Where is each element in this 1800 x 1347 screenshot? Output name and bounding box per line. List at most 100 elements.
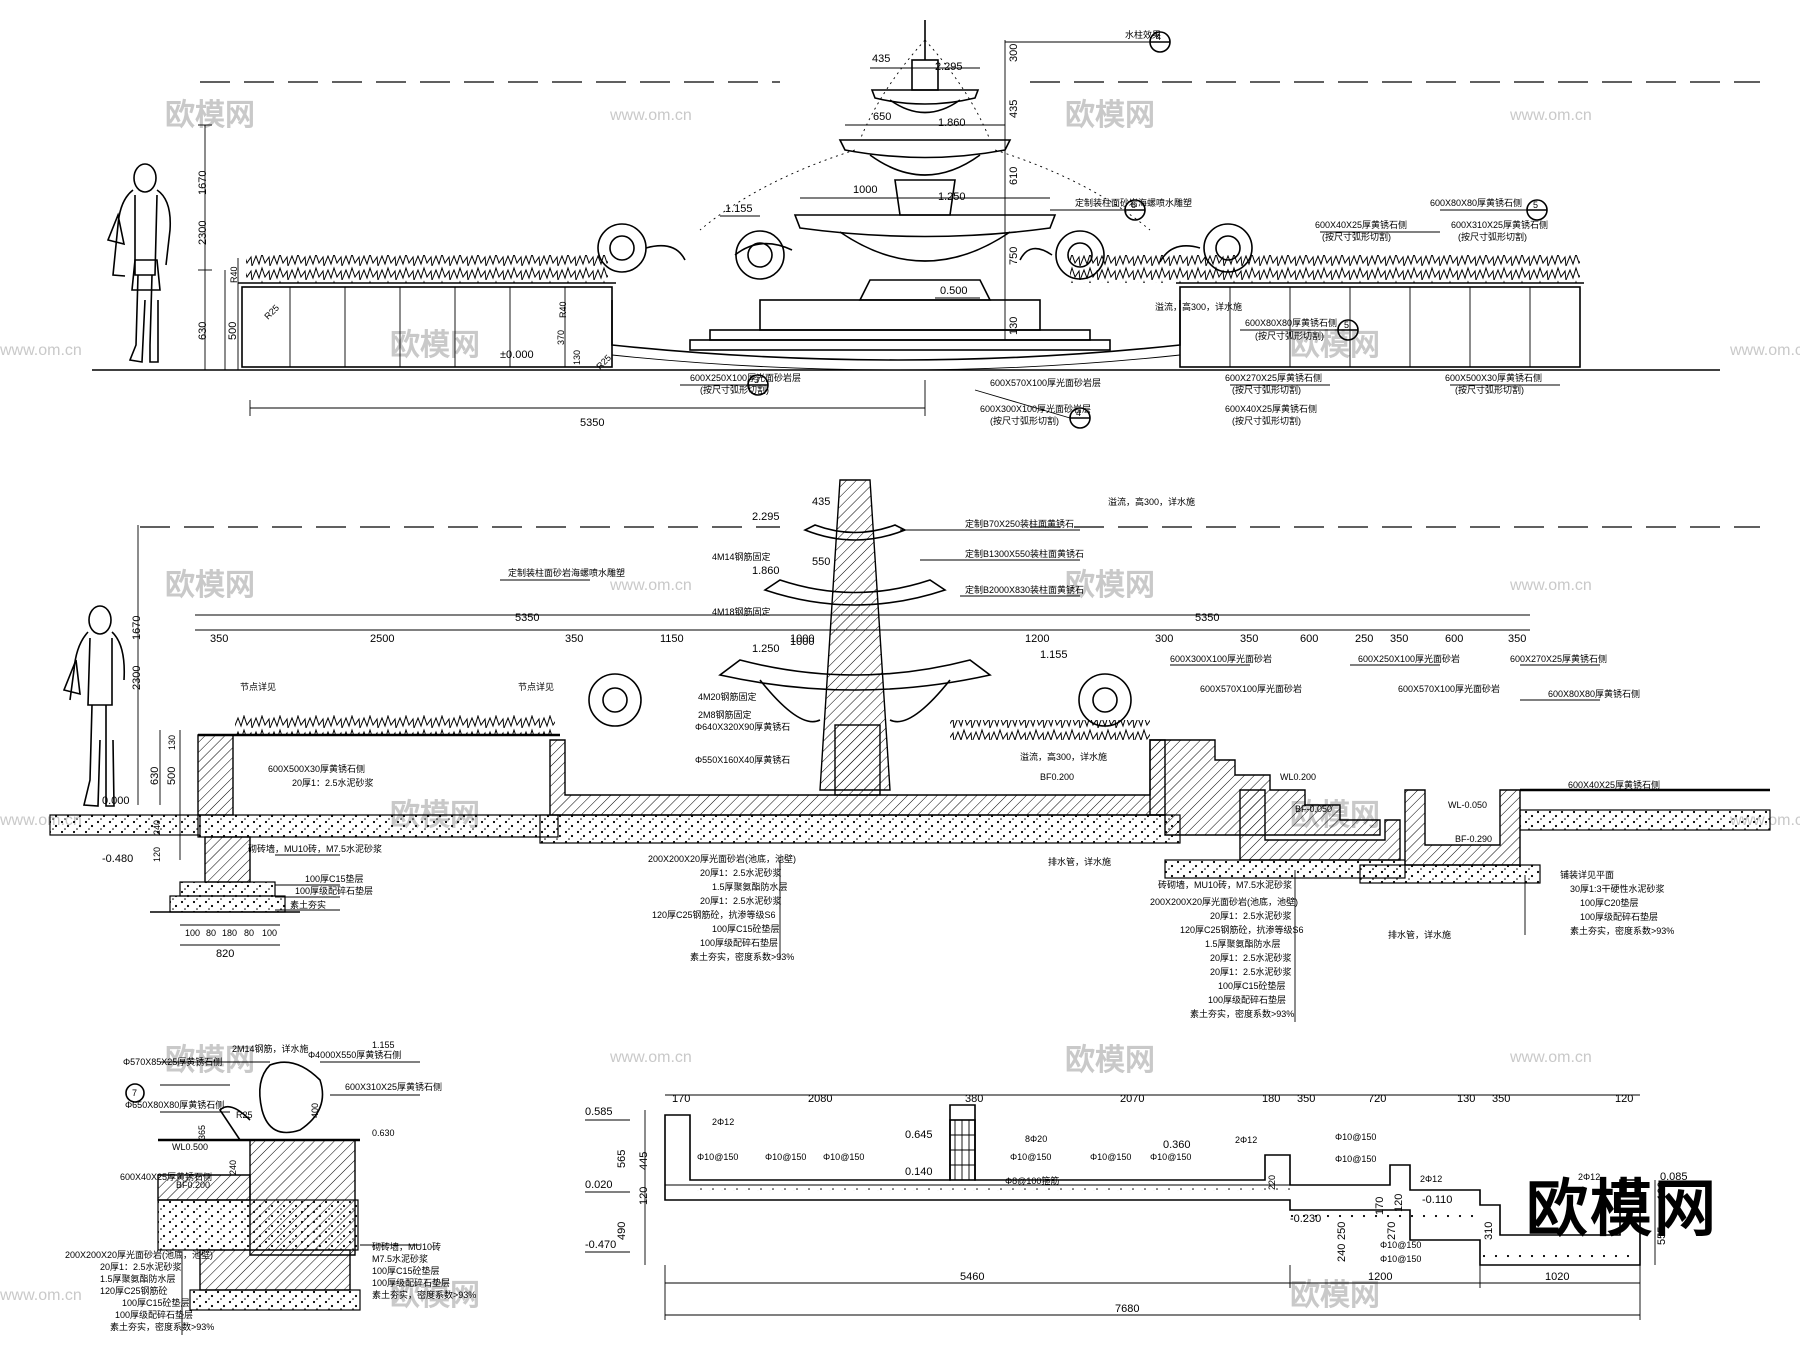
dim-text: 750 [1008,247,1020,265]
svg-text:20厚1：2.5水泥砂浆: 20厚1：2.5水泥砂浆 [1210,952,1292,963]
svg-text:80: 80 [244,928,254,938]
svg-text:100: 100 [185,928,200,938]
svg-text:8Φ20: 8Φ20 [1025,1134,1047,1144]
svg-text:310: 310 [1483,1222,1495,1240]
svg-text:5350: 5350 [515,612,539,624]
svg-text:(按尺寸弧形切割): (按尺寸弧形切割) [1455,384,1524,395]
watermark: 欧模网 [1065,99,1155,132]
svg-text:400: 400 [310,1103,320,1118]
svg-text:250: 250 [1355,633,1373,645]
svg-text:270: 270 [1386,1222,1398,1240]
svg-text:砌砖墙，MU10砖，M7.5水泥砂浆: 砌砖墙，MU10砖，M7.5水泥砂浆 [248,843,382,854]
svg-text:600X570X100厚光面砂岩层: 600X570X100厚光面砂岩层 [990,377,1101,388]
svg-text:0.360: 0.360 [1163,1139,1191,1151]
svg-text:Φ10@150: Φ10@150 [823,1152,864,1162]
svg-text:砌砖墙，MU10砖: 砌砖墙，MU10砖 [372,1241,441,1252]
fountain-column [819,479,891,791]
svg-text:100厚C15垫层: 100厚C15垫层 [305,873,364,884]
svg-text:Φ10@150: Φ10@150 [1150,1152,1191,1162]
svg-text:1.155: 1.155 [372,1040,395,1050]
svg-text:7680: 7680 [1115,1303,1139,1315]
svg-text:20厚1：2.5水泥砂浆: 20厚1：2.5水泥砂浆 [100,1261,182,1272]
svg-text:120厚C25钢筋砼，抗渗等级S6: 120厚C25钢筋砼，抗渗等级S6 [652,909,776,920]
water-spray [699,39,1151,231]
svg-text:600X80X80厚黄锈石侧: 600X80X80厚黄锈石侧 [1245,317,1337,328]
svg-text:100厚级配碎石垫层: 100厚级配碎石垫层 [115,1309,193,1320]
svg-text:445: 445 [638,1152,650,1170]
svg-text:20厚1：2.5水泥砂浆: 20厚1：2.5水泥砂浆 [292,777,374,788]
svg-text:R40: R40 [558,301,568,318]
svg-text:2Φ12: 2Φ12 [712,1117,734,1127]
svg-text:1.5厚聚氨酯防水层: 1.5厚聚氨酯防水层 [100,1273,176,1284]
watermark: 欧模网 [1290,1279,1380,1312]
svg-text:Φ10@150: Φ10@150 [1090,1152,1131,1162]
svg-text:WL-0.050: WL-0.050 [1448,800,1487,810]
svg-text:350: 350 [1240,633,1258,645]
dim-text: 2300 [197,221,209,245]
svg-text:130: 130 [167,735,177,750]
svg-text:20厚1：2.5水泥砂浆: 20厚1：2.5水泥砂浆 [1210,910,1292,921]
svg-text:565: 565 [616,1150,628,1168]
svg-text:2Φ12: 2Φ12 [1420,1174,1442,1184]
detail-layers: 200X200X20厚光面砂岩(池底，池壁) 20厚1：2.5水泥砂浆 1.5厚… [65,1249,214,1332]
svg-text:600: 600 [1445,633,1463,645]
dim-text: 610 [1008,167,1020,185]
fountain-tiers-section [718,524,992,723]
svg-text:(按尺寸弧形切割): (按尺寸弧形切割) [1458,231,1527,242]
svg-text:120: 120 [152,847,162,862]
svg-text:720: 720 [1368,1093,1386,1105]
svg-text:200X200X20厚光面砂岩(池底，池壁): 200X200X20厚光面砂岩(池底，池壁) [648,853,796,864]
svg-text:1.860: 1.860 [938,117,966,129]
svg-text:4M14钢筋固定: 4M14钢筋固定 [712,551,771,562]
svg-text:80: 80 [206,928,216,938]
svg-text:100厚级配碎石垫层: 100厚级配碎石垫层 [372,1277,450,1288]
svg-text:BF0.200: BF0.200 [176,1180,210,1190]
svg-text:550: 550 [812,556,830,568]
svg-text:素土夯实，密度系数>93%: 素土夯实，密度系数>93% [690,951,794,962]
svg-text:0.000: 0.000 [102,795,130,807]
planter-detail: 2M14钢筋，详水施 Φ570X85X25厚黄锈石侧 Φ650X80X80厚黄锈… [65,1040,476,1335]
watermark-url: www.om.cn [0,342,82,359]
rebar-top-dims: 170 2080 380 2070 180 350 720 130 350 12… [672,1093,1633,1105]
svg-text:节点详见: 节点详见 [240,681,276,692]
svg-text:1.5厚聚氨酯防水层: 1.5厚聚氨酯防水层 [1205,938,1281,949]
svg-text:180: 180 [222,928,237,938]
svg-text:Φ550X160X40厚黄锈石: Φ550X160X40厚黄锈石 [695,754,790,765]
watermark: 欧模网 [1065,569,1155,602]
svg-text:2.295: 2.295 [752,511,780,523]
svg-text:100: 100 [262,928,277,938]
svg-text:20厚1：2.5水泥砂浆: 20厚1：2.5水泥砂浆 [700,867,782,878]
svg-text:600X40X25厚黄锈石侧: 600X40X25厚黄锈石侧 [1315,219,1407,230]
svg-text:1.860: 1.860 [752,565,780,577]
svg-text:Φ10@150: Φ10@150 [1335,1132,1376,1142]
svg-text:(按尺寸弧形切割): (按尺寸弧形切割) [700,384,769,395]
svg-text:5460: 5460 [960,1271,984,1283]
svg-text:定制B1300X550装柱面黄锈石: 定制B1300X550装柱面黄锈石 [965,548,1084,559]
svg-text:500: 500 [166,767,178,785]
svg-text:-0.230: -0.230 [1290,1213,1321,1225]
svg-text:120: 120 [1615,1093,1633,1105]
svg-text:1.155: 1.155 [1040,649,1068,661]
svg-text:(按尺寸弧形切割): (按尺寸弧形切割) [1322,231,1391,242]
dim-text: 130 [1008,317,1020,335]
svg-text:1.155: 1.155 [725,203,753,215]
svg-text:1.5厚聚氨酯防水层: 1.5厚聚氨酯防水层 [712,881,788,892]
svg-text:600X500X30厚黄锈石侧: 600X500X30厚黄锈石侧 [1445,372,1542,383]
watermark: 欧模网 [165,99,255,132]
svg-text:2500: 2500 [370,633,394,645]
dim-text: R25 [262,303,281,322]
svg-text:630: 630 [149,767,161,785]
leader-lines [160,1061,420,1246]
svg-text:170: 170 [672,1093,690,1105]
svg-text:0.020: 0.020 [585,1179,613,1191]
dimension-chain-left [198,124,239,370]
svg-text:120厚C25钢筋砼，抗渗等级S6: 120厚C25钢筋砼，抗渗等级S6 [1180,924,1304,935]
dim-text: 630 [197,322,209,340]
svg-text:600X80X80厚黄锈石侧: 600X80X80厚黄锈石侧 [1430,197,1522,208]
fountain-elevation: 1670 2300 630 500 R40 R25 [92,20,1760,429]
svg-text:3: 3 [754,375,759,385]
plant-shrubs-right [950,720,1150,740]
svg-text:R25: R25 [236,1110,253,1120]
svg-text:100厚C15砼垫层: 100厚C15砼垫层 [1218,980,1286,991]
svg-text:素土夯实，密度系数>93%: 素土夯实，密度系数>93% [110,1321,214,1332]
